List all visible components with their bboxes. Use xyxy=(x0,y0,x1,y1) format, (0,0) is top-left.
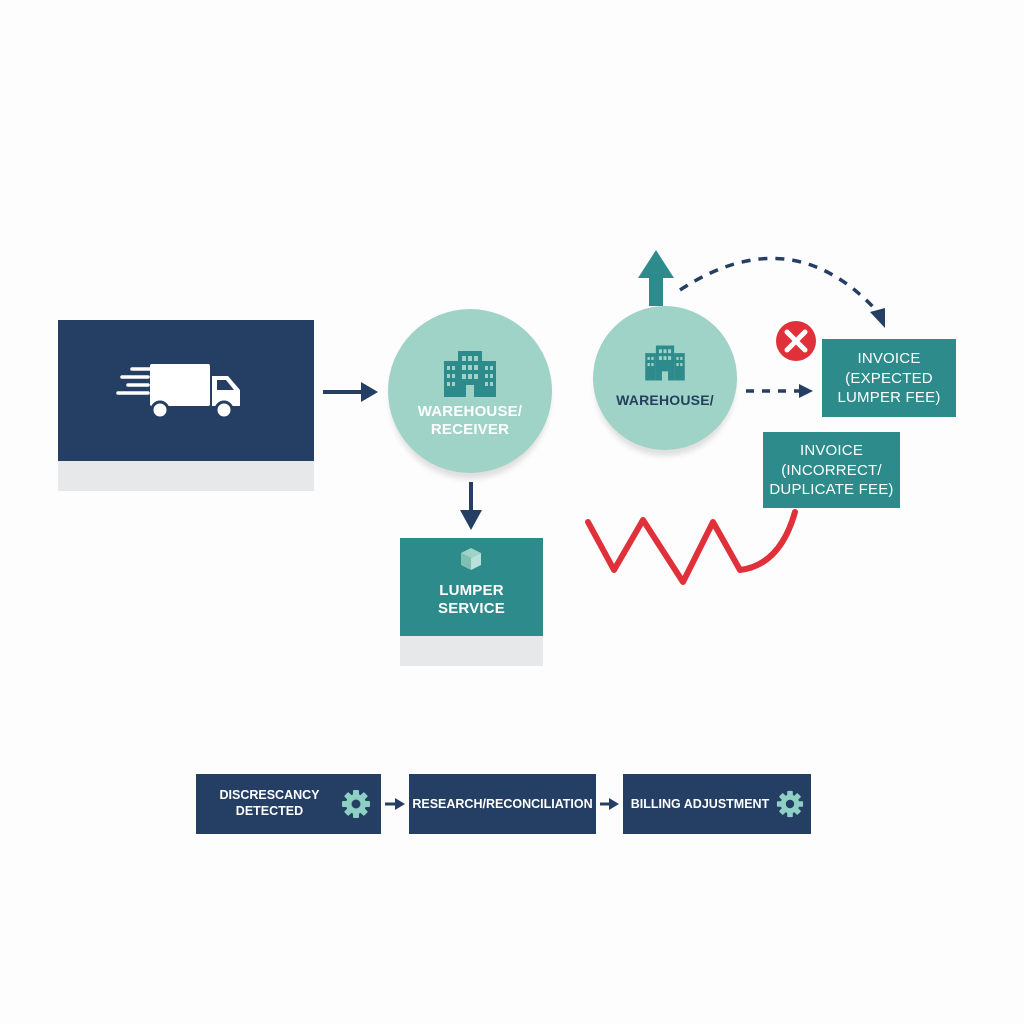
step1-line1: DISCRESCANCY xyxy=(219,788,320,803)
arrow-step2-to-step3 xyxy=(600,798,619,810)
truck-box xyxy=(58,320,314,461)
step3-label: BILLING ADJUSTMENT xyxy=(630,797,770,811)
truck-box-shadow xyxy=(58,455,314,491)
step-billing-adjustment: BILLING ADJUSTMENT xyxy=(623,774,811,834)
arrow-receiver-to-lumper xyxy=(460,482,482,530)
warehouse-receiver-node: WAREHOUSE/ RECEIVER xyxy=(388,309,552,473)
red-zigzag-line xyxy=(585,509,798,585)
building-icon xyxy=(645,345,685,381)
dashed-arrow-to-invoice-expected xyxy=(679,256,885,328)
invoice-incorrect-line1: INVOICE xyxy=(799,442,864,459)
receiver-label-line1: WAREHOUSE/ xyxy=(417,403,523,420)
lumper-label-line1: LUMPER xyxy=(439,582,504,599)
receiver-label-line2: RECEIVER xyxy=(430,421,510,439)
invoice-incorrect-line3: DUPLICATE FEE) xyxy=(769,481,894,498)
lumper-service-box: LUMPER SERVICE xyxy=(400,538,543,636)
invoice-expected-line1: INVOICE xyxy=(857,350,921,367)
lumper-label-line2: SERVICE xyxy=(438,600,505,618)
step2-label: RESEARCH/RECONCILIATION xyxy=(412,797,593,811)
warehouse-node: WAREHOUSE/ xyxy=(593,306,737,450)
step-research-reconciliation: RESEARCH/RECONCILIATION xyxy=(409,774,596,834)
building-icon xyxy=(444,351,496,397)
invoice-expected-box: INVOICE (EXPECTED LUMPER FEE) xyxy=(822,339,956,417)
invoice-expected-line2: (EXPECTED xyxy=(845,369,933,387)
arrow-step1-to-step2 xyxy=(385,798,405,810)
invoice-incorrect-line2: (INCORRECT/ xyxy=(781,461,882,479)
error-x-icon xyxy=(776,321,816,361)
step1-line2: DETECTED xyxy=(235,804,304,818)
invoice-expected-line3: LUMPER FEE) xyxy=(837,389,941,406)
gear-icon xyxy=(776,790,804,818)
up-arrow-icon xyxy=(638,250,674,306)
arrow-truck-to-receiver xyxy=(323,382,378,402)
warehouse-label: WAREHOUSE/ xyxy=(616,392,714,408)
lumper-box-shadow xyxy=(400,630,543,666)
step-discrepancy-detected: DISCRESCANCY DETECTED xyxy=(196,774,381,834)
gear-icon xyxy=(342,790,370,818)
invoice-incorrect-box: INVOICE (INCORRECT/ DUPLICATE FEE) xyxy=(763,432,900,508)
dashed-arrow-warehouse-to-invoice xyxy=(746,384,813,398)
box-icon xyxy=(461,548,481,570)
truck-icon xyxy=(116,364,240,420)
